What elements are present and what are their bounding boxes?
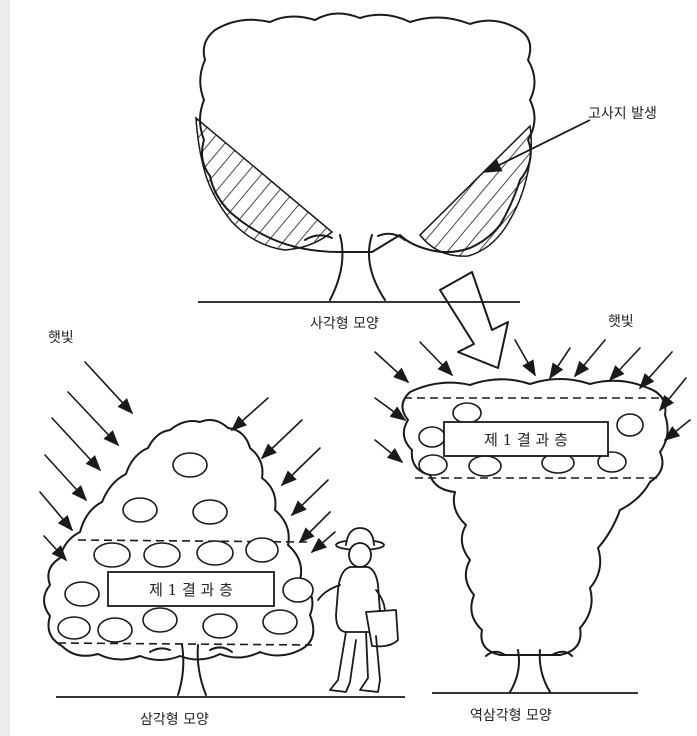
page-margin <box>0 0 10 736</box>
dieback-pointer <box>483 119 591 173</box>
label-triangle-shape: 삼각형 모양 <box>140 712 209 728</box>
label-inverted-triangle-shape: 역삼각형 모양 <box>470 708 552 724</box>
inverted-triangle-tree: 햇빛 제 1 결 과 층 <box>374 314 691 724</box>
square-tree: 고사지 발생 사각형 모양 <box>195 12 657 332</box>
sunlight-rays-left <box>39 361 336 562</box>
label-sunlight-left: 햇빛 <box>48 330 74 346</box>
square-trunk <box>304 232 406 301</box>
label-dieback: 고사지 발생 <box>588 106 657 122</box>
sunlight-rays-right <box>374 339 691 464</box>
hatch-right <box>418 124 533 257</box>
label-fruit-layer-right: 제 1 결 과 층 <box>484 431 568 449</box>
label-square-shape: 사각형 모양 <box>310 316 379 332</box>
fruit-layer-box-right <box>443 421 609 457</box>
apples-right <box>418 402 644 477</box>
inverted-trunk <box>485 649 573 693</box>
triangle-tree: 햇빛 <box>39 330 405 728</box>
farmer-figure <box>317 527 399 693</box>
fruit-layer-bottom-left <box>57 642 313 646</box>
fruit-layer-box-left <box>107 571 275 607</box>
triangle-trunk <box>149 644 233 696</box>
hatch-left <box>195 116 334 251</box>
label-sunlight-right: 햇빛 <box>608 314 634 330</box>
transition-arrow <box>439 271 509 369</box>
label-fruit-layer-left: 제 1 결 과 층 <box>149 581 233 599</box>
inverted-canopy <box>401 378 669 656</box>
apples-left <box>57 452 314 643</box>
triangle-canopy <box>43 419 315 661</box>
